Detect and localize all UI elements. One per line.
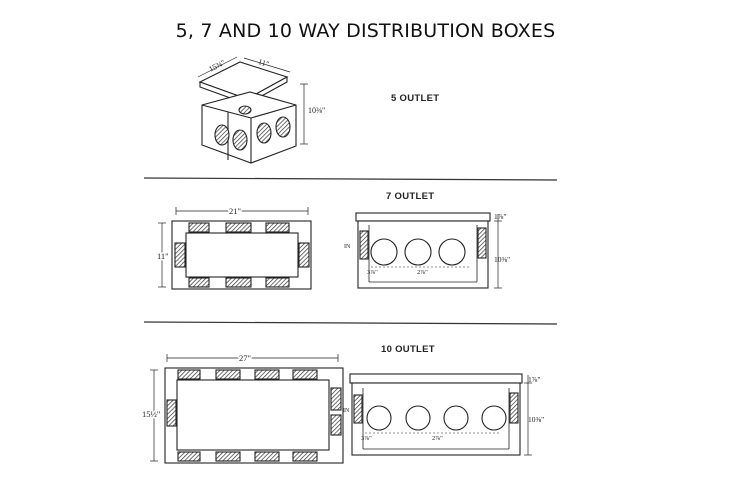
seven-plan-width: 21"	[229, 206, 241, 216]
outlet-hole-2	[405, 405, 431, 431]
box-outline	[201, 91, 297, 164]
seven-elev-spacing: 2⅞"	[417, 269, 428, 276]
outlet-hole-1	[370, 238, 398, 266]
seven-plan-depth: 11"	[157, 251, 169, 261]
seven-elev-inlet: IN	[344, 244, 351, 250]
box-top-front-edge	[201, 104, 252, 119]
five-outlet-label: 5 OUTLET	[391, 93, 440, 104]
outlet-5	[238, 105, 252, 115]
five-outlet-isometric	[197, 56, 308, 164]
ten-elev-offset: 3⅞"	[361, 435, 372, 442]
ten-outlet-elevation	[349, 373, 532, 456]
seven-outlet-plan	[158, 207, 312, 290]
seven-elev-lid: 1⅞"	[494, 212, 506, 221]
ten-elev-spacing: 2⅞"	[432, 435, 443, 442]
outlet-4	[275, 116, 291, 138]
plan-inner	[185, 232, 299, 278]
outlet-1	[214, 124, 230, 146]
ten-elev-height: 10⅜"	[528, 415, 544, 424]
plan-inner	[176, 379, 330, 451]
outlet-hole-3	[443, 405, 469, 431]
ten-plan-width: 27"	[239, 353, 251, 363]
outlet-hole-1	[366, 405, 392, 431]
ten-outlet-label: 10 OUTLET	[381, 344, 435, 355]
ten-plan-depth: 15½"	[142, 409, 160, 419]
seven-elev-height: 10⅜"	[494, 255, 510, 264]
ten-elev-lid: 1⅞"	[528, 375, 540, 384]
ten-outlet-plan	[150, 354, 344, 464]
outlet-hole-2	[404, 238, 432, 266]
box-top-side-edge	[250, 104, 297, 119]
ten-elev-inlet: IN	[343, 408, 350, 414]
outlet-3	[256, 122, 272, 144]
dim-width-line	[197, 56, 238, 78]
five-dim-height: 10⅜"	[308, 106, 325, 115]
elev-lid	[349, 373, 523, 384]
divider-2	[143, 321, 558, 325]
five-dim-depth: 11"	[257, 57, 270, 69]
dim-depth-line	[243, 57, 291, 73]
elev-lid	[355, 212, 491, 222]
seven-outlet-label: 7 OUTLET	[386, 191, 435, 202]
divider-1	[143, 177, 558, 181]
seven-outlet-elevation	[355, 212, 502, 289]
page-title: 5, 7 AND 10 WAY DISTRIBUTION BOXES	[175, 20, 556, 42]
outlet-2	[232, 129, 248, 151]
outlet-hole-4	[481, 405, 507, 431]
seven-elev-offset: 3⅞"	[367, 269, 378, 276]
outlet-hole-3	[438, 238, 466, 266]
